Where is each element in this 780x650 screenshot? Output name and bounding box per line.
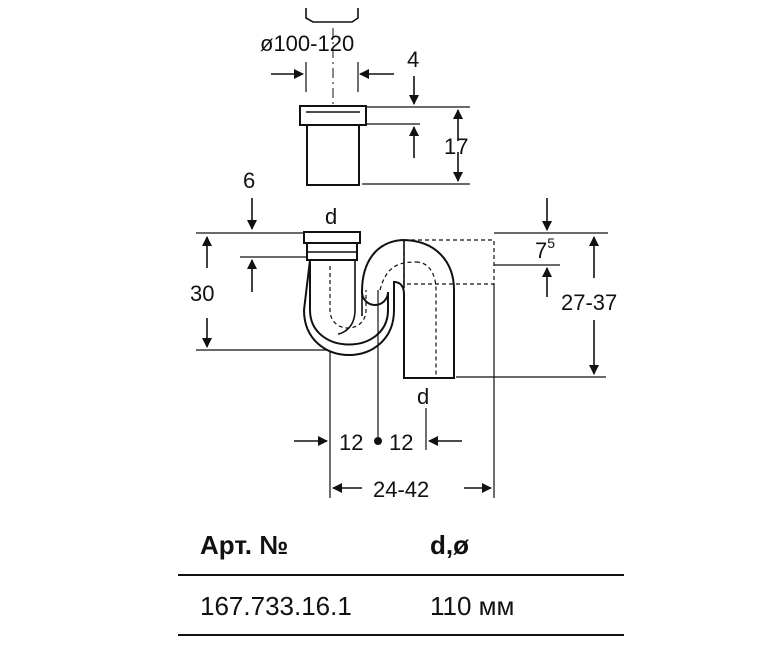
dimension-4-label: 4 <box>407 47 419 72</box>
siphon-body <box>302 231 495 379</box>
connector-sleeve <box>299 105 367 186</box>
header-diameter: d,ø <box>430 530 469 560</box>
dimension-27-37-label: 27-37 <box>561 290 617 315</box>
outlet-d-label: d <box>417 384 429 409</box>
inlet-d-label: d <box>325 204 337 229</box>
table-header: Арт. № d,ø <box>178 518 624 576</box>
cell-article-number: 167.733.16.1 <box>200 591 352 621</box>
diameter-range-label: ø100-120 <box>260 31 354 56</box>
table-row: 167.733.16.1 110 мм <box>178 576 624 636</box>
article-table: Арт. № d,ø 167.733.16.1 110 мм <box>178 518 624 636</box>
dimension-24-42-label: 24-42 <box>373 477 429 502</box>
dimension-12-left-label: 12 <box>339 430 363 455</box>
dimension-12-right-label: 12 <box>389 430 413 455</box>
center-point <box>374 437 382 445</box>
siphon-drawing: ø100-120 4 17 6 d <box>190 8 617 502</box>
dimension-30-label: 30 <box>190 281 214 306</box>
dimension-7-label: 75 <box>535 235 555 263</box>
cell-diameter: 110 мм <box>430 591 515 621</box>
header-article-number: Арт. № <box>200 530 289 560</box>
dimension-6-label: 6 <box>243 168 255 193</box>
dimension-17-label: 17 <box>444 134 468 159</box>
floor-drain-outlet <box>305 8 359 23</box>
